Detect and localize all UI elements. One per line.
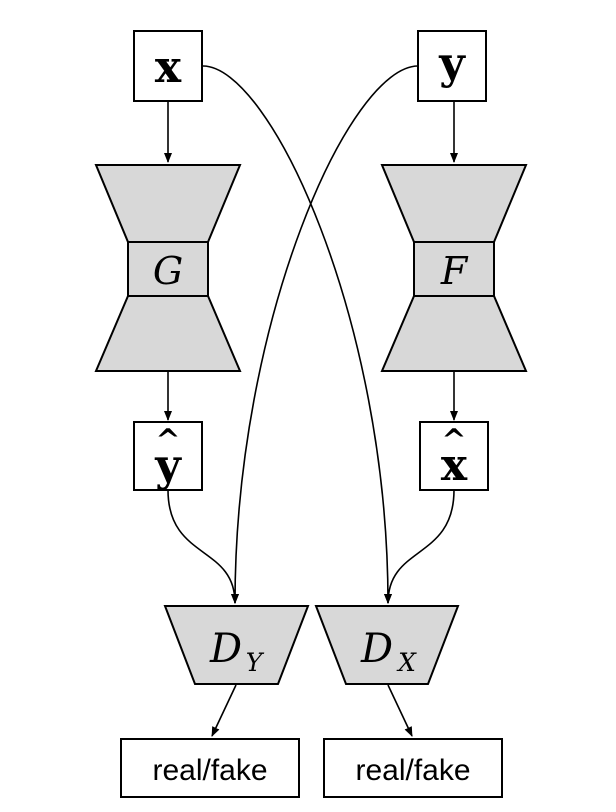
edge-yhat-to-dy [167, 489, 239, 604]
svg-text:y: y [154, 440, 182, 491]
edge-xhat-to-dx [384, 489, 455, 604]
discriminator-dy: D Y [163, 605, 310, 685]
edge-y-to-dy [231, 65, 419, 604]
generator-f: F [380, 164, 528, 372]
svg-text:x: x [155, 42, 182, 93]
edge-x-to-dx [202, 65, 392, 604]
hat-accent: ^ [155, 423, 180, 458]
svg-text:X: X [396, 648, 417, 677]
edges [164, 65, 458, 737]
svg-text:Y: Y [246, 648, 265, 677]
generator-g: G [94, 164, 242, 372]
svg-text:real/fake: real/fake [355, 754, 470, 787]
svg-text:D: D [360, 626, 393, 672]
node-y-hat: y ^ [133, 421, 203, 491]
hat-accent: ^ [441, 423, 466, 458]
svg-text:real/fake: real/fake [152, 754, 267, 787]
svg-text:G: G [153, 249, 183, 293]
discriminator-dx: D X [314, 605, 460, 685]
node-x-hat: x ^ [419, 421, 489, 491]
node-x: x [133, 30, 203, 102]
svg-text:F: F [440, 249, 469, 293]
node-y: y [417, 30, 487, 102]
edge-dy-to-out [211, 684, 237, 737]
svg-text:y: y [438, 38, 466, 89]
output-left: real/fake [120, 738, 300, 798]
edge-dx-to-out [387, 684, 413, 737]
svg-text:x: x [441, 440, 468, 491]
output-right: real/fake [323, 738, 503, 798]
svg-text:D: D [209, 626, 242, 672]
